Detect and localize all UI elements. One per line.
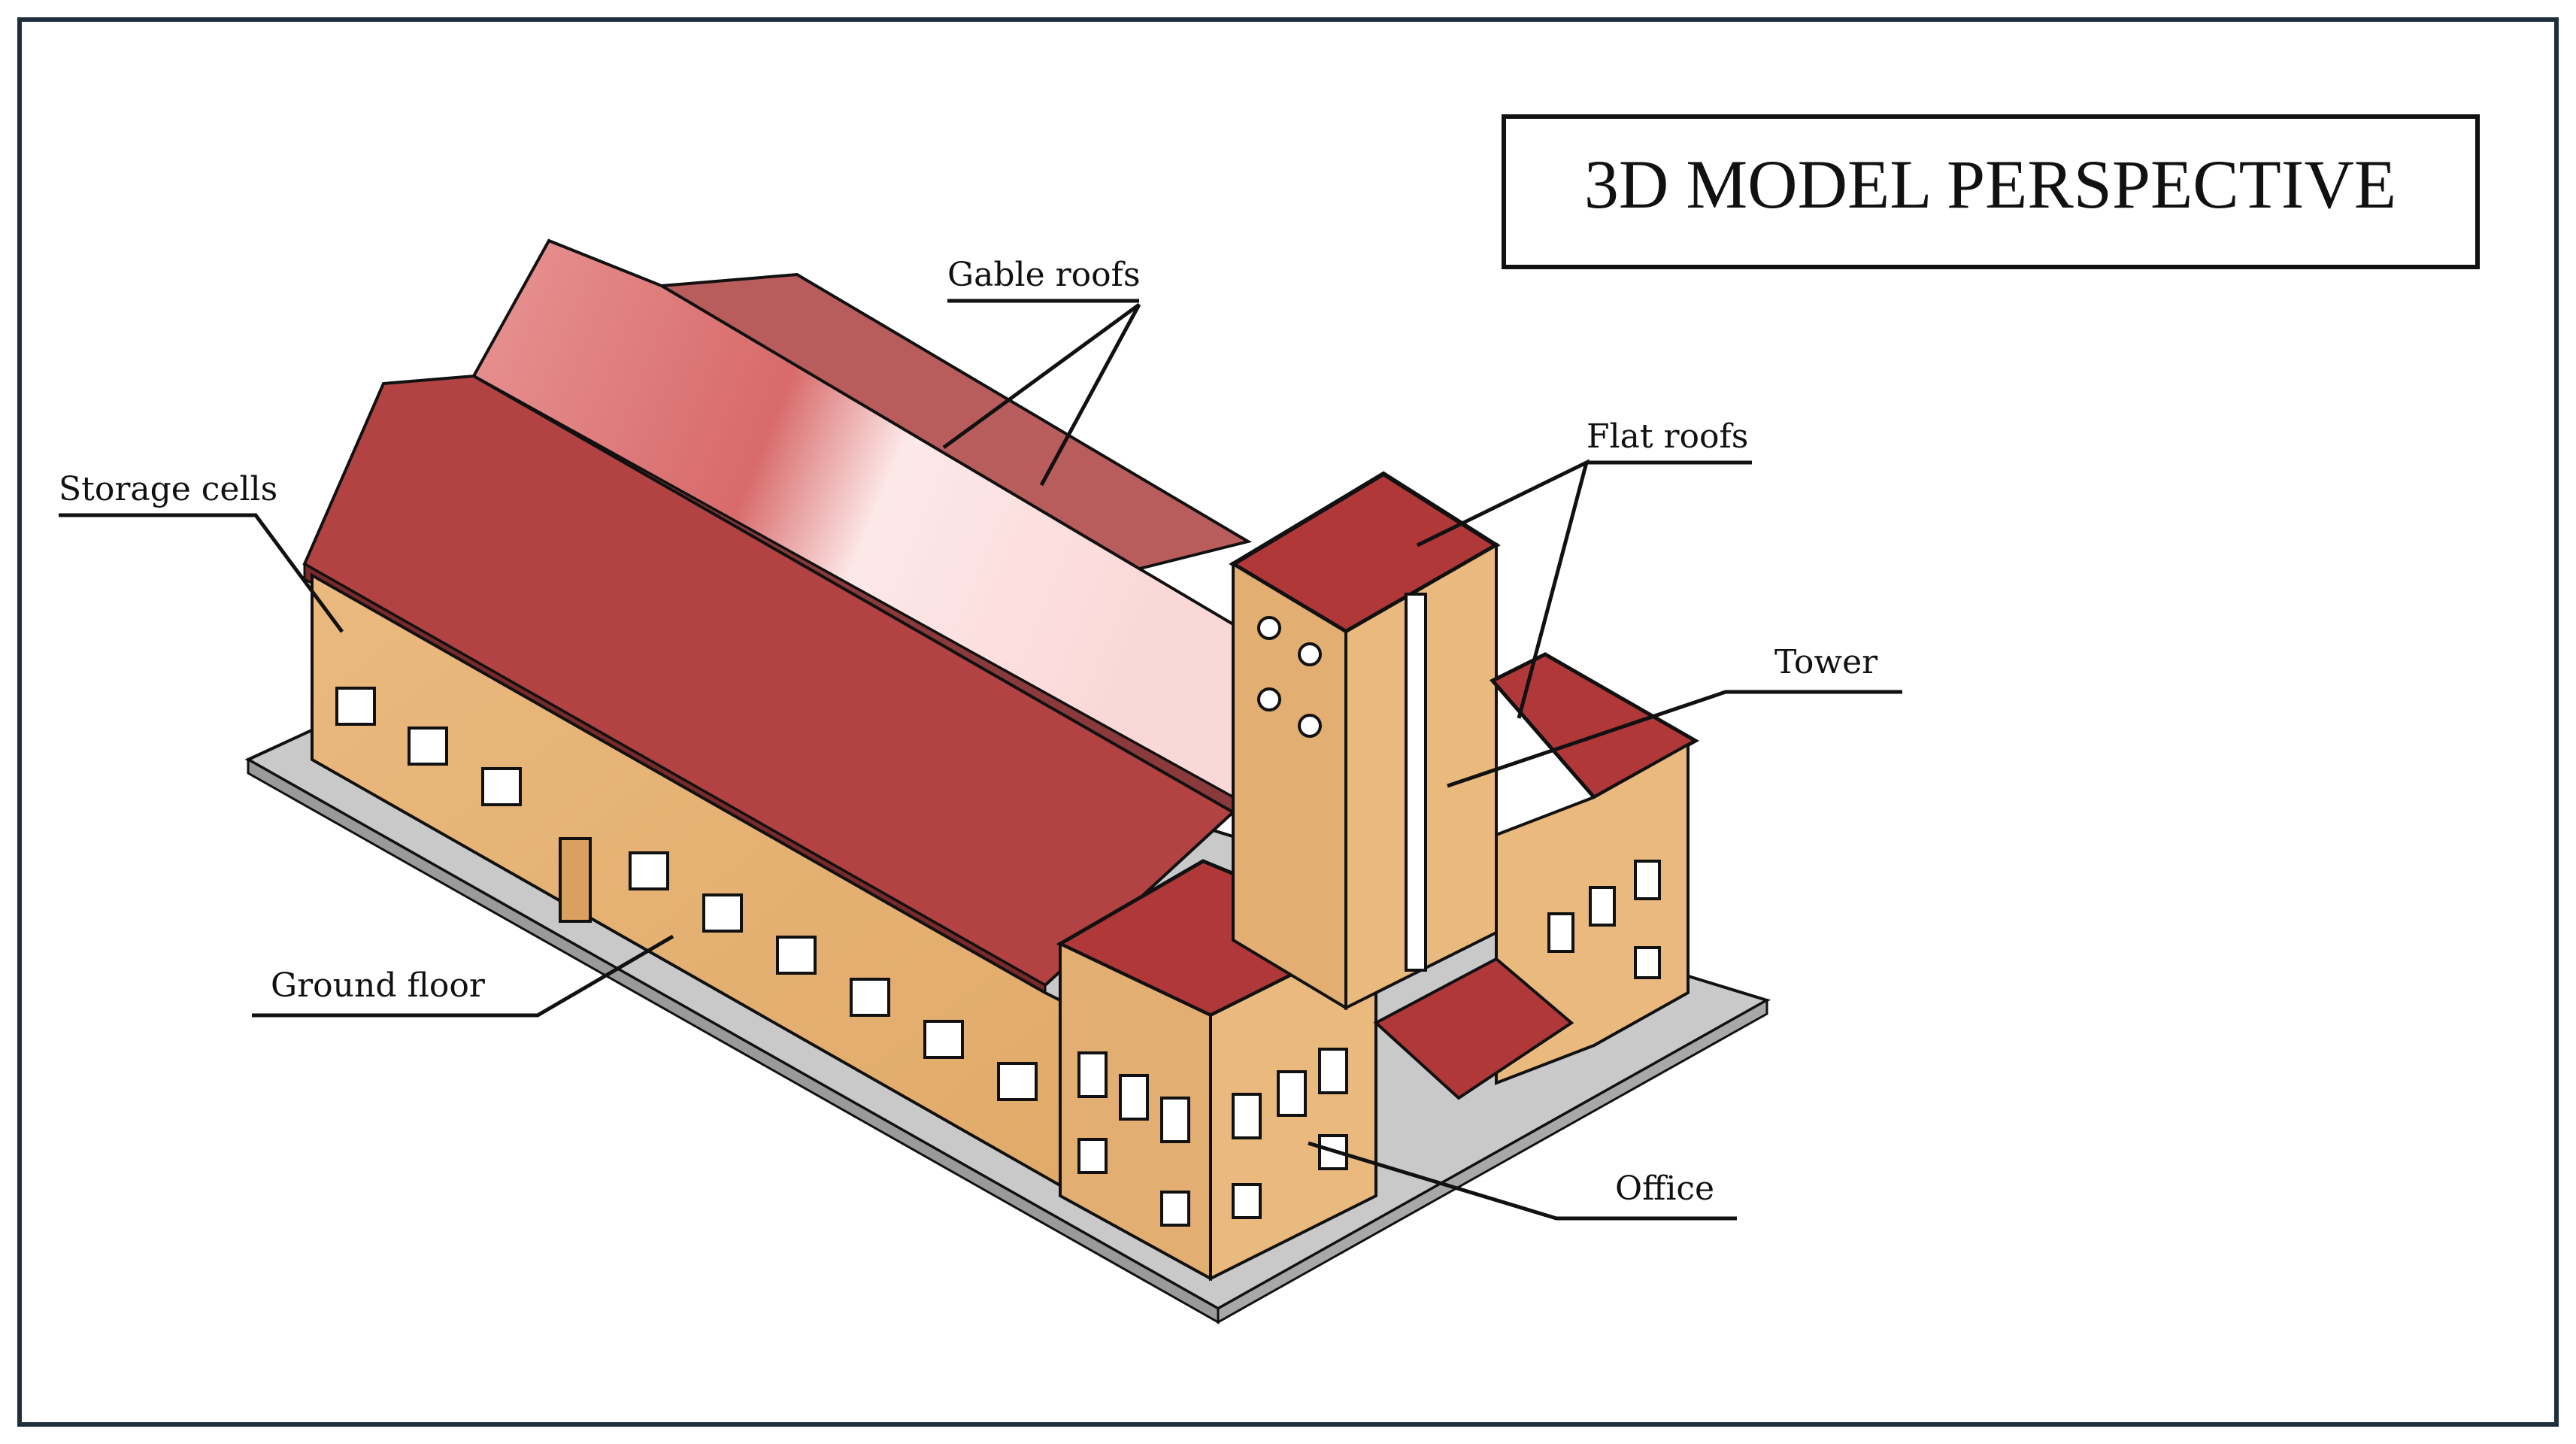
label-tower: Tower (1774, 643, 1878, 681)
diagram-title: 3D MODEL PERSPECTIVE (1584, 146, 2396, 223)
right-annex (1373, 652, 1700, 1100)
label-gable-roofs: Gable roofs (947, 256, 1141, 294)
leader-lines (59, 299, 1902, 1221)
label-storage-cells: Storage cells (59, 470, 277, 508)
office-building (1056, 859, 1381, 1282)
label-office: Office (1615, 1169, 1714, 1208)
label-ground-floor: Ground floor (271, 966, 486, 1005)
title-box (1502, 114, 2480, 269)
tower (1229, 471, 1501, 1011)
label-flat-roofs: Flat roofs (1587, 417, 1748, 456)
